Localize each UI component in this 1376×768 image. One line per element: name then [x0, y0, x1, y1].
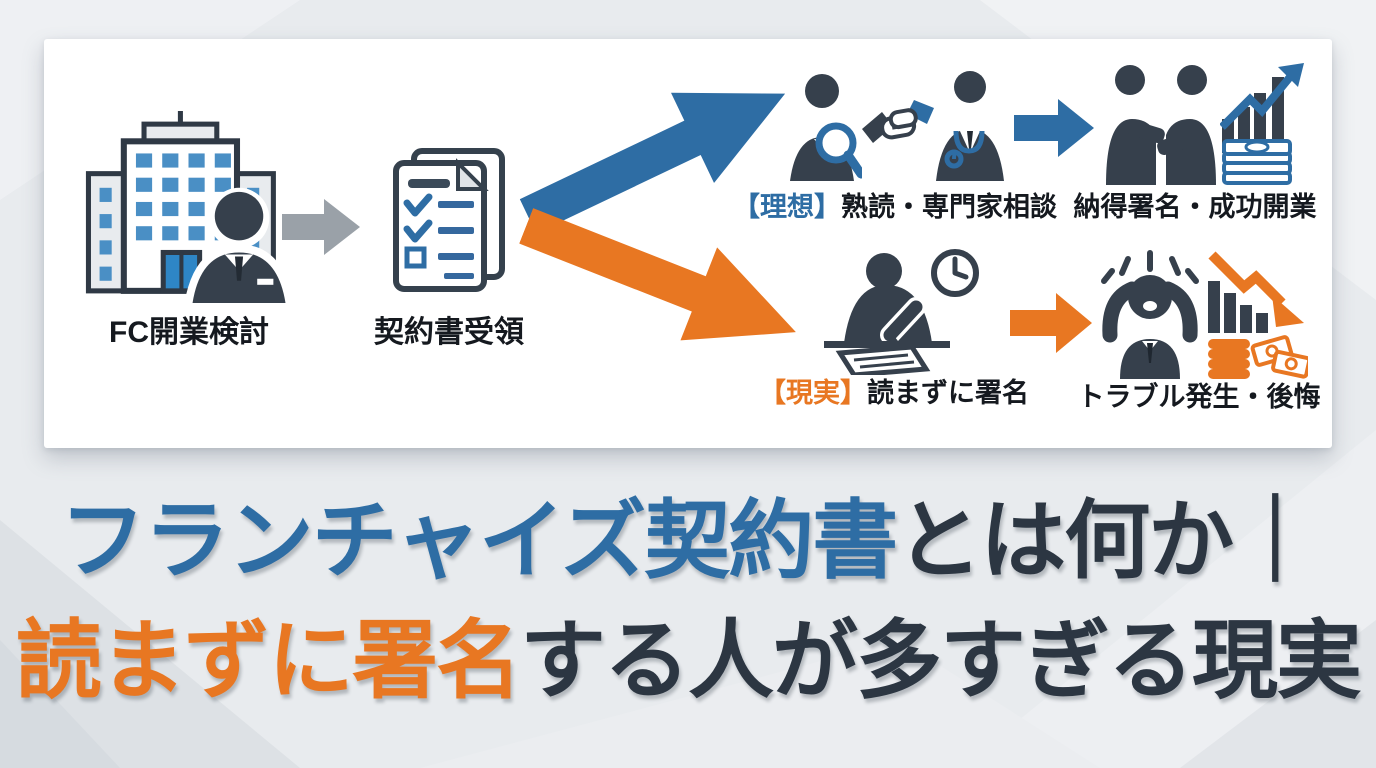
flow-diagram-panel: FC開業検討 契約書受領 [44, 39, 1332, 448]
title-keyword-franchise-contract: フランチャイズ契約書 [59, 493, 899, 589]
reality-prefix: 【現実】 [759, 378, 867, 408]
step-label-fc-consideration: FC開業検討 [109, 316, 269, 349]
title-keyword-sign-without-reading: 読まずに署名 [16, 613, 522, 709]
title-line1-rest: とは何か｜ [896, 493, 1318, 589]
contract-documents-icon [393, 148, 505, 292]
handshake-icon [862, 100, 934, 143]
step-label-contract-received: 契約書受領 [374, 316, 524, 349]
decline-chart-lost-money-icon [1208, 251, 1308, 379]
businessman-icon [184, 187, 294, 303]
ideal-outcome-label: 納得署名・成功開業 [1073, 192, 1317, 222]
coins-icon [1208, 339, 1250, 379]
clock-icon [931, 249, 979, 297]
agreement-handshake-icon [1106, 65, 1216, 185]
expert-doctor-icon [936, 71, 1004, 181]
company-building-icon [85, 111, 294, 303]
arrow-right-orange-icon [1010, 293, 1092, 353]
growth-chart-money-icon [1220, 63, 1304, 185]
ideal-prefix: 【理想】 [733, 192, 841, 222]
flying-banknote-icon [1271, 350, 1308, 379]
signing-person-icon [824, 249, 979, 375]
arrow-right-blue-icon [1014, 99, 1094, 157]
title-line2-rest: する人が多すぎる現実 [520, 613, 1362, 709]
title-line-2: 読まずに署名する人が多すぎる現実 [0, 612, 1376, 711]
arrow-right-gray-icon [282, 199, 360, 255]
reality-outcome-label: トラブル発生・後悔 [1077, 382, 1321, 412]
stressed-person-icon [1101, 250, 1199, 379]
ideal-text: 熟読・専門家相談 [841, 192, 1057, 222]
reality-path-label: 【現実】読まずに署名 [734, 371, 1054, 410]
reader-magnifier-person-icon [790, 74, 862, 181]
title-line-1: フランチャイズ契約書とは何か｜ [0, 492, 1376, 591]
reality-text: 読まずに署名 [867, 378, 1029, 408]
money-stack-icon [1222, 139, 1292, 185]
ideal-path-label: 【理想】熟読・専門家相談 [720, 185, 1070, 224]
